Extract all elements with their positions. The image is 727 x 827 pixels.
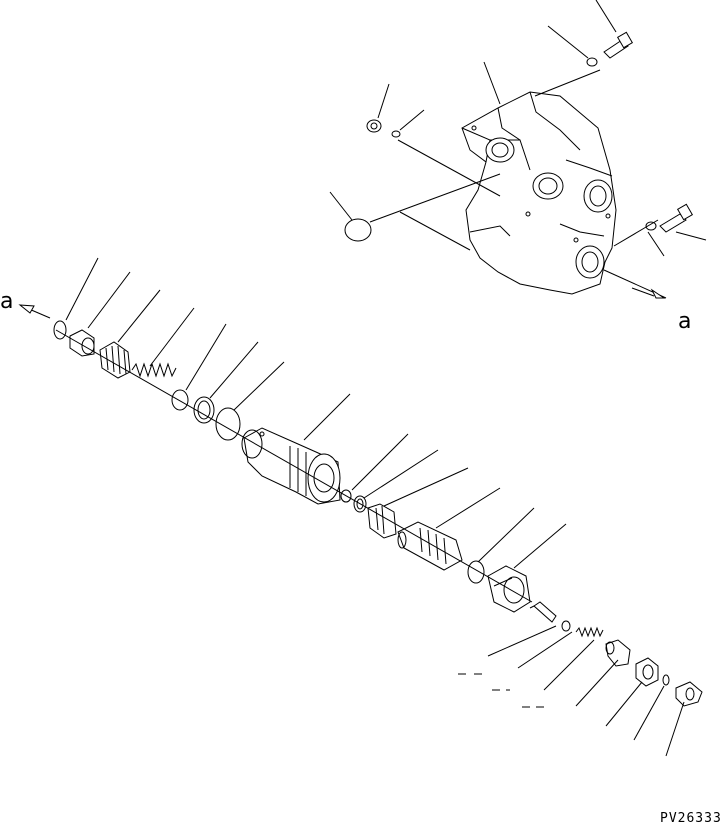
marker-left: a	[0, 289, 13, 314]
o-ring-large-upper	[344, 218, 372, 242]
cap-left	[69, 329, 95, 357]
hex-nut-small	[635, 657, 659, 687]
arrow-right	[650, 288, 666, 299]
spool-housing	[241, 427, 341, 505]
leader-lines-lower	[65, 257, 685, 757]
pin-small	[391, 130, 401, 138]
valve-body	[461, 91, 617, 295]
seat-ring	[561, 620, 571, 632]
plunger	[605, 639, 631, 667]
adjust-screw	[675, 681, 703, 707]
plug-small	[366, 119, 382, 133]
spool-valve	[397, 521, 463, 571]
marker-right: a	[678, 309, 691, 334]
bolt-right	[659, 203, 694, 233]
port-flange-1	[485, 137, 515, 163]
bolt-upper	[603, 31, 634, 59]
ring-thin-2	[193, 396, 215, 424]
arrow-left	[18, 304, 35, 314]
ring-small	[53, 320, 67, 340]
spring-left	[131, 362, 177, 378]
assembly-axis	[55, 329, 533, 603]
washer-upper	[586, 57, 598, 67]
o-ring-tiny	[662, 674, 670, 686]
port-flange-2	[532, 172, 564, 200]
spool-small	[367, 503, 397, 539]
o-ring-right	[467, 560, 485, 584]
threaded-sleeve	[99, 341, 131, 379]
poppet	[529, 601, 557, 623]
port-flange-3	[583, 179, 613, 213]
dash-marks	[458, 673, 544, 708]
washer-right	[645, 221, 657, 231]
port-flange-4	[575, 245, 605, 279]
spring-right	[575, 626, 604, 638]
drawing-code: PV26333	[660, 811, 722, 826]
ring-thin-1	[171, 389, 189, 411]
